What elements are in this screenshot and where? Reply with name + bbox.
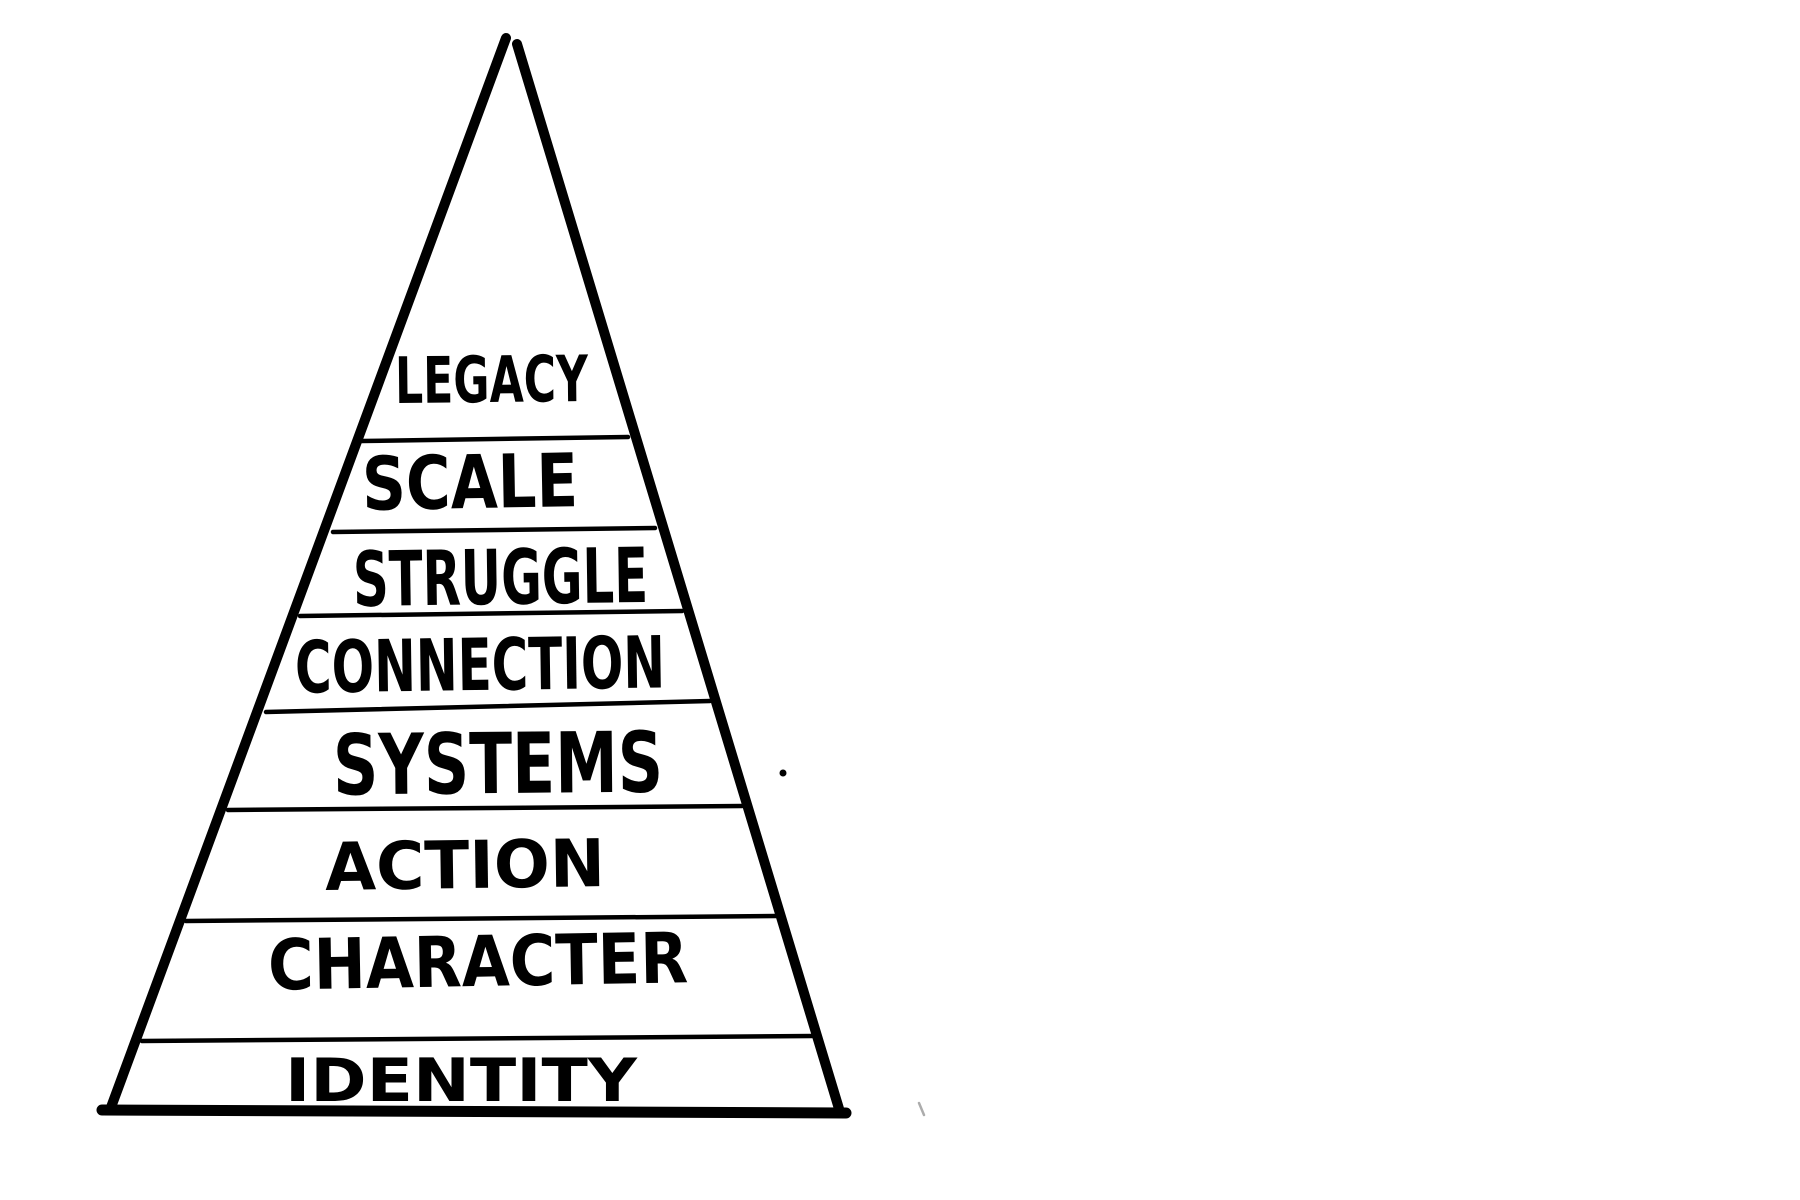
pyramid-right-edge bbox=[512, 39, 845, 1117]
divider-action-character bbox=[183, 913, 779, 924]
stray-dot-mark bbox=[779, 769, 787, 777]
pyramid-level-label-systems: SYSTEMS bbox=[333, 714, 664, 815]
divider-struggle-connection bbox=[297, 608, 685, 619]
pyramid-base-edge bbox=[96, 1104, 852, 1119]
pyramid-level-label-connection: CONNECTION bbox=[295, 620, 666, 709]
divider-character-identity bbox=[139, 1033, 815, 1044]
pyramid-level-label-scale: SCALE bbox=[361, 438, 578, 528]
pyramid-left-edge bbox=[105, 33, 511, 1115]
divider-legacy-scale bbox=[359, 434, 631, 444]
divider-scale-struggle bbox=[330, 525, 658, 535]
divider-systems-action bbox=[225, 803, 745, 813]
pyramid-level-label-legacy: LEGACY bbox=[395, 343, 589, 419]
pyramid-level-label-action: ACTION bbox=[324, 825, 605, 906]
pyramid-level-label-identity: IDENTITY bbox=[285, 1046, 639, 1116]
divider-connection-systems bbox=[263, 698, 713, 715]
stray-pen-mark bbox=[917, 1101, 926, 1117]
pyramid-level-label-character: CHARACTER bbox=[267, 917, 688, 1006]
pyramid-level-label-struggle: STRUGGLE bbox=[352, 531, 648, 624]
